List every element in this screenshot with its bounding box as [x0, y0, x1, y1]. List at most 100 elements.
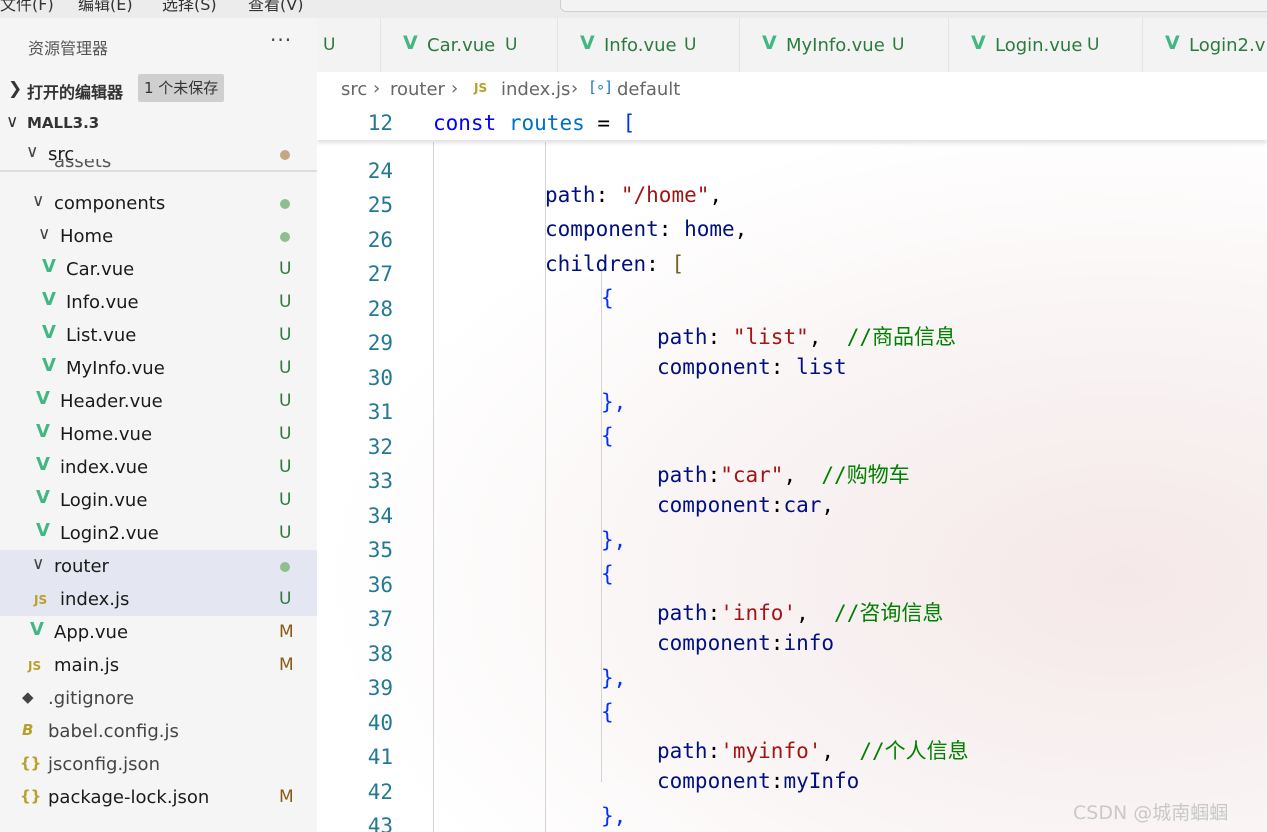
punct: , — [821, 739, 835, 763]
string: 'myinfo' — [720, 739, 822, 763]
code-line[interactable]: 28 path: "list", //商品信息 — [317, 273, 1267, 349]
tree-file-list-vue[interactable]: V List.vue U — [0, 319, 317, 352]
git-status: U — [279, 589, 292, 609]
code-content: path:'myinfo', //个人信息 — [657, 735, 969, 765]
tree-file-index-vue[interactable]: V index.vue U — [0, 451, 317, 484]
git-status: U — [1087, 35, 1100, 55]
json-file-icon: {} — [20, 787, 42, 805]
tree-file-car-vue[interactable]: V Car.vue U — [0, 253, 317, 286]
tree-item-label: assets — [54, 159, 112, 172]
tree-item-label: Home.vue — [60, 424, 153, 445]
code-line[interactable]: 40 path:'myinfo', //个人信息 — [317, 687, 1267, 763]
breadcrumb-src[interactable]: src — [341, 79, 368, 100]
line-number: 43 — [367, 814, 393, 832]
vue-file-icon: V — [403, 32, 418, 54]
code-line[interactable]: 43 — [317, 790, 1267, 832]
breadcrumb-symbol[interactable]: default — [617, 79, 681, 100]
breadcrumb-file[interactable]: index.js — [501, 79, 571, 100]
tree-file-main-js[interactable]: JS main.js M — [0, 649, 317, 682]
tree-file-login-vue[interactable]: V Login.vue U — [0, 484, 317, 517]
punct: : — [707, 601, 721, 625]
git-status: U — [279, 358, 292, 378]
menu-file[interactable]: 文件(F) — [0, 0, 54, 14]
git-status: U — [279, 523, 292, 543]
tree-item-label: package-lock.json — [48, 787, 210, 808]
code-line[interactable]: 39 { — [317, 652, 1267, 724]
chevron-right-icon: ❯ — [8, 79, 23, 99]
tree-file-myinfo-vue[interactable]: V MyInfo.vue U — [0, 352, 317, 385]
code-line[interactable]: 41 component:myInfo — [317, 721, 1267, 793]
code-line[interactable]: 25 component: home, — [317, 169, 1267, 241]
vue-file-icon: V — [762, 32, 777, 54]
tree-file-babel-config[interactable]: B babel.config.js — [0, 715, 317, 748]
git-status: U — [279, 259, 292, 279]
tree-file-home-vue[interactable]: V Home.vue U — [0, 418, 317, 451]
more-actions-icon[interactable]: ··· — [270, 28, 293, 52]
tab-login-vue[interactable]: V Login.vue U — [949, 18, 1143, 72]
tree-file-header-vue[interactable]: V Header.vue U — [0, 385, 317, 418]
punct: : — [707, 739, 721, 763]
code-content: component:myInfo — [657, 769, 859, 793]
tree-file-login2-vue[interactable]: V Login2.vue U — [0, 517, 317, 550]
code-line[interactable]: 31 { — [317, 376, 1267, 448]
bracket: [ — [622, 111, 636, 135]
unsaved-badge: 1 个未保存 — [138, 74, 225, 102]
code-line[interactable]: 26 children: [ — [317, 204, 1267, 276]
tree-file-gitignore[interactable]: ◆ .gitignore — [0, 682, 317, 715]
line-number: 33 — [367, 469, 393, 493]
code-line[interactable]: 33 component:car, — [317, 445, 1267, 517]
git-status: U — [279, 424, 292, 444]
code-line[interactable]: 42 }, — [317, 756, 1267, 828]
tree-folder-assets[interactable]: assets — [0, 159, 317, 175]
tree-item-label: babel.config.js — [48, 721, 179, 742]
code-line[interactable]: 24 path: "/home", — [317, 135, 1267, 207]
sticky-code-line[interactable]: 12 const routes = [ — [317, 108, 1267, 140]
tab-partial[interactable]: U — [317, 18, 381, 72]
git-icon: ◆ — [22, 688, 34, 706]
code-line[interactable]: 35 { — [317, 514, 1267, 586]
code-line[interactable]: 30 }, — [317, 342, 1267, 414]
project-root[interactable]: ∨ MALL3.3 — [0, 110, 317, 140]
git-status: U — [279, 325, 292, 345]
code-line[interactable]: 27 { — [317, 238, 1267, 310]
menu-select[interactable]: 选择(S) — [162, 0, 217, 14]
code-content: }, — [601, 528, 627, 552]
tree-folder-home[interactable]: ∨ Home — [0, 220, 317, 253]
tree-file-app-vue[interactable]: V App.vue M — [0, 616, 317, 649]
tree-file-index-js[interactable]: JS index.js U — [0, 583, 317, 616]
tree-file-info-vue[interactable]: V Info.vue U — [0, 286, 317, 319]
code-line[interactable]: 37 component:info — [317, 583, 1267, 655]
code-line[interactable]: 36 path:'info', //咨询信息 — [317, 549, 1267, 625]
code-content: const routes = [ — [433, 111, 635, 135]
identifier: routes — [508, 111, 585, 135]
open-editors-section[interactable]: ❯ 打开的编辑器 1 个未保存 — [0, 74, 317, 104]
tab-myinfo-vue[interactable]: V MyInfo.vue U — [740, 18, 949, 72]
menu-edit[interactable]: 编辑(E) — [78, 0, 133, 14]
tree-file-package-lock[interactable]: {} package-lock.json M — [0, 781, 317, 814]
command-center[interactable] — [560, 0, 1267, 12]
tree-folder-components[interactable]: ∨ components — [0, 187, 317, 220]
punct: : — [658, 217, 685, 241]
git-status: U — [323, 35, 336, 55]
tab-car-vue[interactable]: V Car.vue U — [381, 18, 558, 72]
code-line[interactable]: 34 }, — [317, 480, 1267, 552]
vue-file-icon: V — [36, 454, 50, 475]
tree-file-jsconfig[interactable]: {} jsconfig.json — [0, 748, 317, 781]
tab-login2-vue[interactable]: V Login2.v — [1143, 18, 1267, 72]
menu-view[interactable]: 查看(V) — [248, 0, 304, 14]
keyword: const — [433, 111, 497, 135]
code-content: path:"car", //购物车 — [657, 459, 910, 489]
indent-guide — [433, 142, 434, 832]
tree-item-label: router — [54, 556, 109, 577]
code-line[interactable]: 29 component: list — [317, 307, 1267, 379]
string: "car" — [720, 463, 784, 487]
code-editor[interactable]: 12 const routes = [ 24 path: "/home", 25… — [317, 108, 1267, 832]
tree-item-label: Login.vue — [60, 490, 148, 511]
code-line[interactable]: 38 }, — [317, 618, 1267, 690]
tree-folder-router[interactable]: ∨ router — [0, 550, 317, 583]
tree-folder-src[interactable]: ∨ src — [0, 138, 317, 171]
line-number: 42 — [367, 780, 393, 804]
tab-info-vue[interactable]: V Info.vue U — [558, 18, 740, 72]
code-line[interactable]: 32 path:"car", //购物车 — [317, 411, 1267, 487]
breadcrumb-router[interactable]: router — [390, 79, 445, 100]
